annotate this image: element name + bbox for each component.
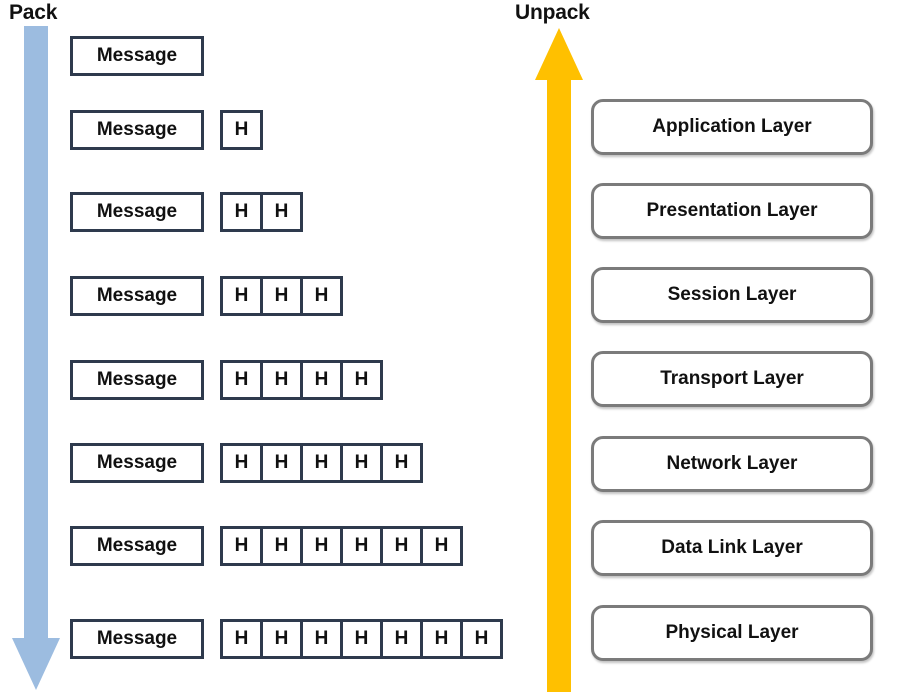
header-box: H xyxy=(300,619,343,659)
message-box: Message xyxy=(70,192,204,232)
header-group: H xyxy=(220,110,263,150)
pack-arrow-down-icon xyxy=(12,26,60,690)
message-box: Message xyxy=(70,360,204,400)
header-box: H xyxy=(380,526,423,566)
header-box: H xyxy=(260,360,303,400)
osi-layer-box[interactable]: Application Layer xyxy=(591,99,873,155)
pack-title: Pack xyxy=(9,1,58,24)
header-box: H xyxy=(220,360,263,400)
header-box: H xyxy=(340,619,383,659)
osi-layer-box[interactable]: Physical Layer xyxy=(591,605,873,661)
header-box: H xyxy=(300,276,343,316)
header-box: H xyxy=(220,192,263,232)
pdu-row: Message xyxy=(70,36,204,76)
header-box: H xyxy=(460,619,503,659)
header-box: H xyxy=(260,526,303,566)
header-box: H xyxy=(420,526,463,566)
message-box: Message xyxy=(70,276,204,316)
header-box: H xyxy=(340,526,383,566)
header-box: H xyxy=(420,619,463,659)
header-box: H xyxy=(380,443,423,483)
header-box: H xyxy=(260,443,303,483)
pdu-row: Message H xyxy=(70,110,263,150)
message-box: Message xyxy=(70,619,204,659)
header-box: H xyxy=(380,619,423,659)
unpack-arrow-up-icon xyxy=(535,28,583,692)
osi-layer-box[interactable]: Data Link Layer xyxy=(591,520,873,576)
header-box: H xyxy=(300,443,343,483)
message-box: Message xyxy=(70,110,204,150)
header-box: H xyxy=(300,526,343,566)
header-box: H xyxy=(220,443,263,483)
message-box: Message xyxy=(70,526,204,566)
header-box: H xyxy=(220,276,263,316)
header-box: H xyxy=(300,360,343,400)
osi-layer-box[interactable]: Presentation Layer xyxy=(591,183,873,239)
header-box: H xyxy=(220,110,263,150)
osi-layer-box[interactable]: Session Layer xyxy=(591,267,873,323)
header-box: H xyxy=(260,276,303,316)
message-box: Message xyxy=(70,443,204,483)
osi-layer-box[interactable]: Transport Layer xyxy=(591,351,873,407)
osi-layer-box[interactable]: Network Layer xyxy=(591,436,873,492)
header-box: H xyxy=(340,360,383,400)
unpack-title: Unpack xyxy=(515,1,590,24)
header-box: H xyxy=(260,619,303,659)
header-box: H xyxy=(220,619,263,659)
header-box: H xyxy=(340,443,383,483)
header-box: H xyxy=(220,526,263,566)
message-box: Message xyxy=(70,36,204,76)
header-box: H xyxy=(260,192,303,232)
